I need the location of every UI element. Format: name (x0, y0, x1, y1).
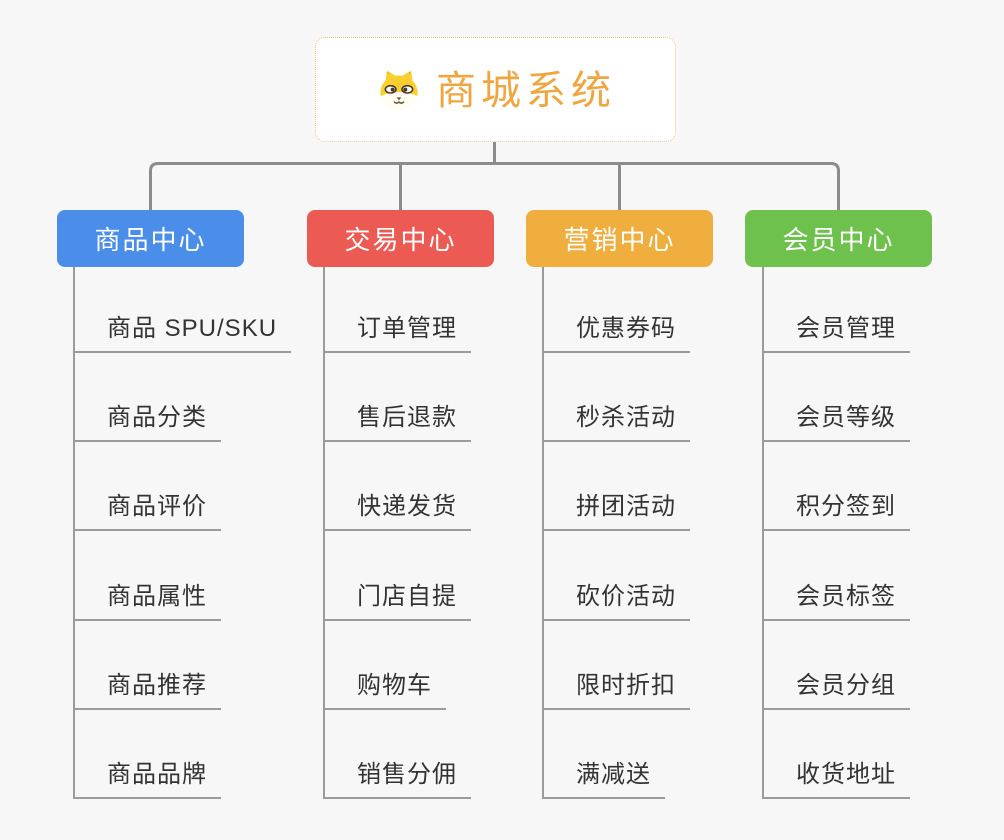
leaf-node[interactable]: 积分签到 (764, 485, 910, 531)
leaf-node[interactable]: 会员等级 (764, 396, 910, 442)
leaf-node[interactable]: 砍价活动 (544, 575, 690, 621)
branch-children-product: 商品 SPU/SKU 商品分类 商品评价 商品属性 商品推荐 商品品牌 (73, 267, 305, 799)
leaf-node[interactable]: 购物车 (325, 664, 446, 710)
leaf-node[interactable]: 商品 SPU/SKU (75, 307, 292, 353)
leaf-node[interactable]: 限时折扣 (544, 664, 690, 710)
branch-node-member-center[interactable]: 会员中心 (745, 210, 932, 267)
branch-node-marketing-center[interactable]: 营销中心 (526, 210, 713, 267)
branch-children-member: 会员管理 会员等级 积分签到 会员标签 会员分组 收货地址 (762, 267, 994, 799)
leaf-node[interactable]: 订单管理 (325, 307, 471, 353)
leaf-node[interactable]: 商品品牌 (75, 753, 221, 799)
root-node[interactable]: 商城系统 (315, 37, 676, 142)
leaf-node[interactable]: 售后退款 (325, 396, 471, 442)
branch-children-trade: 订单管理 售后退款 快递发货 门店自提 购物车 销售分佣 (323, 267, 555, 799)
leaf-node[interactable]: 会员分组 (764, 664, 910, 710)
leaf-node[interactable]: 商品分类 (75, 396, 221, 442)
leaf-node[interactable]: 商品推荐 (75, 664, 221, 710)
leaf-node[interactable]: 快递发货 (325, 485, 471, 531)
leaf-node[interactable]: 秒杀活动 (544, 396, 690, 442)
leaf-node[interactable]: 门店自提 (325, 575, 471, 621)
leaf-node[interactable]: 销售分佣 (325, 753, 471, 799)
leaf-node[interactable]: 收货地址 (764, 753, 910, 799)
leaf-node[interactable]: 会员管理 (764, 307, 910, 353)
leaf-node[interactable]: 拼团活动 (544, 485, 690, 531)
shiba-dog-icon (375, 68, 423, 112)
leaf-node[interactable]: 会员标签 (764, 575, 910, 621)
leaf-node[interactable]: 商品属性 (75, 575, 221, 621)
leaf-node[interactable]: 满减送 (544, 753, 665, 799)
root-title: 商城系统 (436, 68, 616, 113)
branch-node-product-center[interactable]: 商品中心 (57, 210, 244, 267)
leaf-node[interactable]: 商品评价 (75, 485, 221, 531)
leaf-node[interactable]: 优惠券码 (544, 307, 690, 353)
branch-children-marketing: 优惠券码 秒杀活动 拼团活动 砍价活动 限时折扣 满减送 (542, 267, 774, 799)
branch-node-trade-center[interactable]: 交易中心 (307, 210, 494, 267)
